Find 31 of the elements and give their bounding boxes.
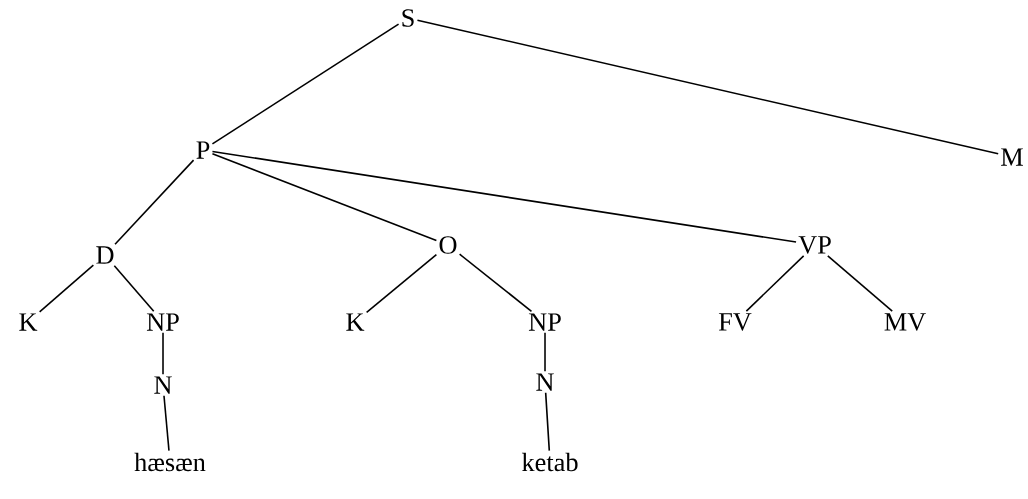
tree-branch [745,255,805,312]
tree-branch [162,331,164,376]
tree-branch [211,152,438,242]
tree-label: VP [798,236,831,254]
tree-label: S [402,9,414,27]
tree-branch [114,159,195,246]
tree-branch [38,264,95,313]
tree-branch [544,331,546,373]
tree-label: O [439,236,457,254]
tree-label: K [19,313,38,331]
tree-label: NP [528,313,561,331]
tree-label: K [346,313,365,331]
tree-label: M [1001,148,1023,166]
tree-label: D [96,246,114,264]
tree-label: N [536,373,554,391]
tree-branch [211,23,400,145]
tree-label: N [154,376,172,394]
tree-label: NP [146,313,179,331]
tree-label: FV [718,313,752,331]
tree-branch [211,150,797,243]
tree-branch [113,264,155,313]
tree-branch [458,253,533,313]
tree-label: P [196,141,210,159]
tree-branch [365,253,438,314]
tree-branch [544,391,551,452]
tree-branch [416,19,999,155]
tree-label: ketab [521,452,578,472]
tree-branch [827,255,893,312]
tree-label: MV [884,313,926,331]
tree-branch [163,394,170,452]
tree-label: hæsæn [134,452,206,472]
